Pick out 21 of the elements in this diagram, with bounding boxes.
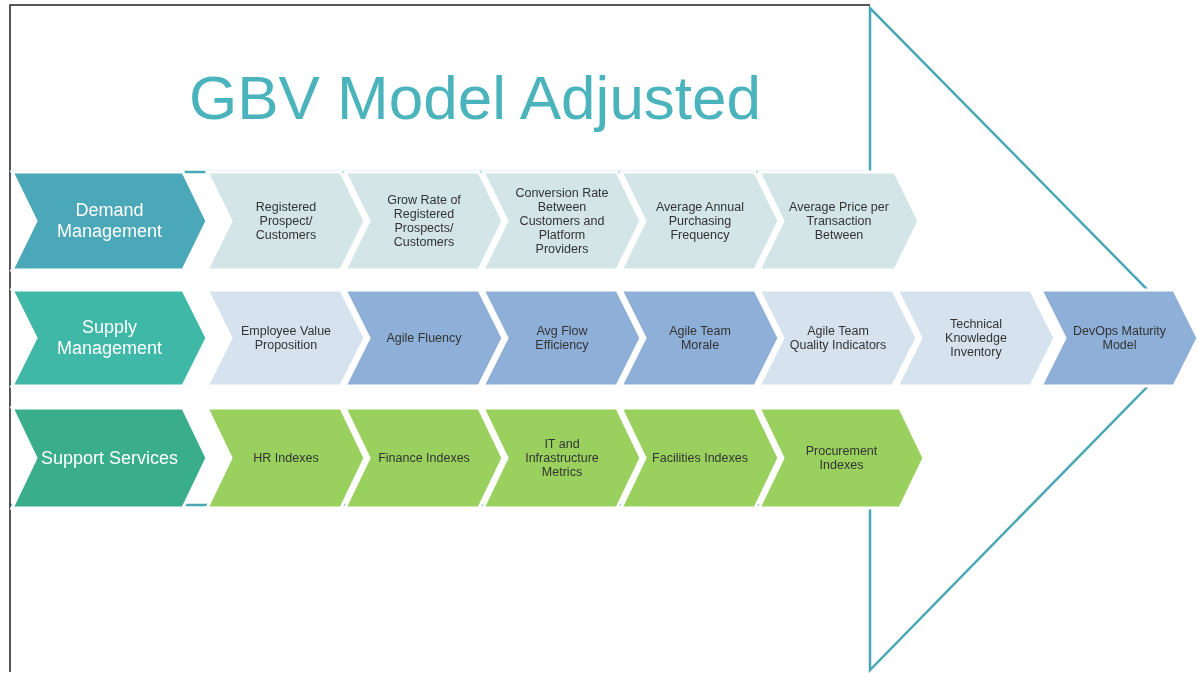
chevron-label: Technical Knowledge Inventory	[944, 317, 1008, 359]
chevron-label: DevOps Maturity Model	[1071, 324, 1168, 352]
chevron-label: Agile Team Quality Indicators	[788, 324, 888, 352]
chevron-label: Registered Prospect/ Customers	[254, 200, 318, 242]
chevron-label: Average Annual Purchasing Frequency	[654, 200, 745, 242]
chevron-label: Supply Management	[55, 317, 164, 359]
title: GBV Model Adjusted	[187, 62, 763, 133]
chevron-label: HR Indexes	[252, 451, 320, 465]
chevron-label: Agile Team Morale	[668, 324, 732, 352]
chevron-label: Agile Fluency	[385, 331, 463, 345]
chevron-label: Grow Rate of Registered Prospects/ Customers	[386, 193, 462, 249]
chevron-label: Procurement Indexes	[804, 444, 879, 472]
chevron-label: Conversion Rate Between Customers and Platform Providers	[514, 186, 610, 256]
chevron-label: Average Price per Transaction Between	[788, 200, 890, 242]
chevron-label: IT and Infrastructure Metrics	[524, 437, 600, 479]
chevron-label: Demand Management	[55, 200, 164, 242]
chevron-label: Facilities Indexes	[651, 451, 749, 465]
chevron-label: Support Services	[40, 447, 179, 469]
chevron-label: Employee Value Proposition	[239, 324, 333, 352]
chevron-label: Finance Indexes	[377, 451, 471, 465]
chevron-label: Avg Flow Efficiency	[534, 324, 590, 352]
